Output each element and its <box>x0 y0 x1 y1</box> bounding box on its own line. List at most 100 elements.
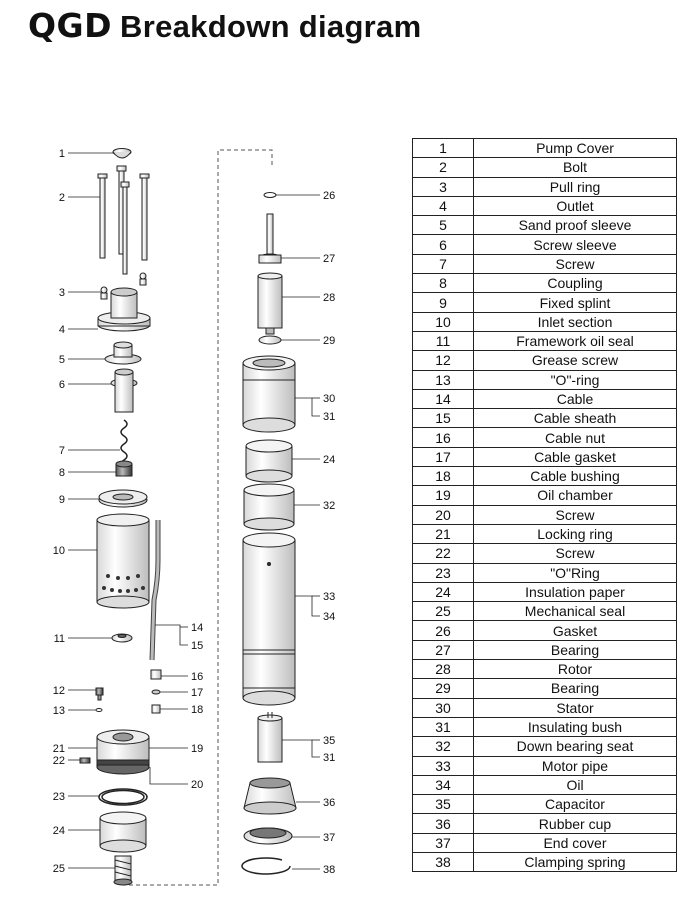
part-name: Locking ring <box>473 523 677 545</box>
part-insulation-paper-right <box>245 439 293 483</box>
part-name: Coupling <box>473 273 677 294</box>
part-name: Grease screw <box>473 350 677 371</box>
part-number: 31 <box>412 716 474 738</box>
callout-35: 35 <box>323 735 335 747</box>
part-locking-screw <box>79 757 91 764</box>
part-down-bearing-seat <box>243 483 295 531</box>
part-number: 20 <box>412 504 474 525</box>
callout-18: 18 <box>191 704 203 716</box>
part-rubber-cup <box>243 777 297 815</box>
callout-32: 32 <box>323 500 335 512</box>
callout-11: 11 <box>54 633 65 645</box>
part-name: Gasket <box>473 620 677 641</box>
part-number: 12 <box>412 350 474 371</box>
part-oil-seal <box>111 633 133 643</box>
title-label: Breakdown diagram <box>120 9 422 44</box>
part-coupling <box>115 460 133 477</box>
part-name: Cable bushing <box>473 466 677 487</box>
part-number: 38 <box>412 851 474 873</box>
part-name: Oil <box>473 774 677 796</box>
callout-24-right: 24 <box>323 454 335 466</box>
part-name: "O"Ring <box>473 562 677 583</box>
part-name: Cable sheath <box>473 408 677 429</box>
part-number: 19 <box>412 485 474 506</box>
part-o-ring-small <box>95 708 103 712</box>
part-oil-chamber <box>96 729 150 775</box>
part-name: Insulation paper <box>473 581 677 603</box>
part-number: 5 <box>412 215 474 236</box>
part-capacitor <box>257 712 283 763</box>
callout-22: 22 <box>53 755 65 767</box>
callout-23: 23 <box>53 791 65 803</box>
part-screw-sleeve <box>110 368 138 413</box>
part-number: 13 <box>412 369 474 390</box>
callout-3: 3 <box>59 287 65 299</box>
callout-10: 10 <box>53 545 65 557</box>
part-number: 27 <box>412 639 474 661</box>
part-stator <box>242 355 296 433</box>
part-name: "O"-ring <box>473 369 677 390</box>
part-number: 25 <box>412 601 474 622</box>
part-number: 24 <box>412 581 474 603</box>
callout-17: 17 <box>191 687 203 699</box>
callout-24-left: 24 <box>53 825 65 837</box>
part-number: 2 <box>412 157 474 178</box>
part-clamping-spring <box>241 857 291 875</box>
part-number: 17 <box>412 446 474 468</box>
callout-25: 25 <box>53 863 65 875</box>
part-cable-bushing <box>151 704 161 714</box>
part-number: 10 <box>412 311 474 332</box>
callout-9: 9 <box>59 494 65 506</box>
part-name: Cable <box>473 388 677 410</box>
part-cable <box>149 520 161 661</box>
callout-14: 14 <box>191 622 203 634</box>
callout-13: 13 <box>53 705 65 717</box>
part-name: Pull ring <box>473 176 677 197</box>
part-number: 11 <box>412 330 474 352</box>
part-name: Screw <box>473 543 677 564</box>
part-name: End cover <box>473 832 677 853</box>
callout-31-top: 31 <box>323 411 335 423</box>
part-name: Screw sleeve <box>473 234 677 255</box>
callout-7: 7 <box>59 445 65 457</box>
part-inlet-section <box>96 513 150 609</box>
part-name: Mechanical seal <box>473 601 677 622</box>
part-name: Bolt <box>473 157 677 178</box>
callout-30: 30 <box>323 393 335 405</box>
part-name: Fixed splint <box>473 292 677 313</box>
part-name: Stator <box>473 697 677 718</box>
part-name: Cable gasket <box>473 446 677 468</box>
part-number: 15 <box>412 408 474 429</box>
part-o-ring-large <box>98 788 148 806</box>
part-number: 26 <box>412 620 474 641</box>
callout-19: 19 <box>191 743 203 755</box>
part-mechanical-seal <box>113 855 133 886</box>
part-name: Clamping spring <box>473 851 677 873</box>
part-number: 34 <box>412 774 474 796</box>
